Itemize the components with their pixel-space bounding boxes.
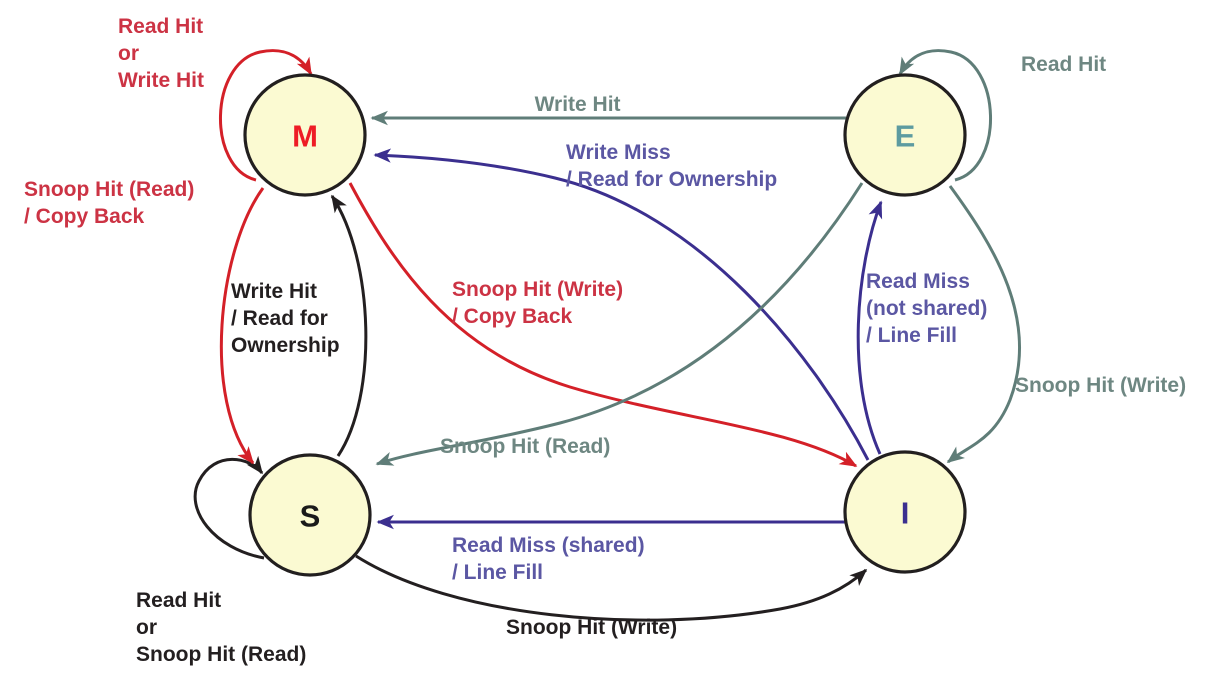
edge-label-e-to-m: Write Hit bbox=[535, 93, 662, 116]
edge-label-i-to-e: Read Miss (not shared) / Line Fill bbox=[866, 270, 1040, 347]
edge-label-i-to-s: Read Miss (shared) / Line Fill bbox=[452, 534, 697, 584]
edge-labels-layer: Read Hit or Write Hit Read Hit Read Hit … bbox=[24, 15, 1223, 666]
node-s-circle[interactable] bbox=[248, 453, 372, 577]
edge-label-m-self-loop: Read Hit or Write Hit bbox=[118, 15, 256, 92]
edge-e-self-loop bbox=[898, 49, 992, 182]
edge-e-to-s bbox=[375, 182, 864, 466]
edge-e-to-i bbox=[946, 185, 1021, 464]
edge-i-to-e bbox=[856, 200, 883, 455]
node-s-label: S bbox=[300, 499, 321, 534]
edge-i-to-m bbox=[373, 148, 870, 461]
edge-label-s-to-i: Snoop Hit (Write) bbox=[506, 616, 718, 639]
node-i[interactable]: I bbox=[843, 450, 967, 574]
node-e-label: E bbox=[895, 119, 916, 154]
node-i-circle[interactable] bbox=[843, 450, 967, 574]
edge-m-to-s bbox=[219, 187, 265, 465]
edge-s-to-m bbox=[330, 194, 368, 457]
edge-label-e-self-loop: Read Hit bbox=[1021, 53, 1147, 76]
node-m-circle[interactable] bbox=[243, 73, 367, 197]
edge-label-m-to-s: Snoop Hit (Read) / Copy Back bbox=[24, 178, 247, 228]
edge-m-self-loop bbox=[219, 49, 313, 182]
node-m-label: M bbox=[292, 119, 318, 154]
edge-label-i-to-m: Write Miss / Read for Ownership bbox=[566, 141, 818, 191]
node-m[interactable]: M bbox=[243, 73, 367, 197]
edge-label-s-to-m: Write Hit / Read for Ownership bbox=[231, 280, 380, 357]
node-i-label: I bbox=[901, 496, 910, 531]
edge-label-e-to-i: Snoop Hit (Write) bbox=[1015, 374, 1223, 397]
node-e[interactable]: E bbox=[843, 73, 967, 197]
edge-s-to-i bbox=[355, 554, 868, 622]
edge-label-e-to-s: Snoop Hit (Read) bbox=[440, 435, 651, 458]
edge-label-m-to-i: Snoop Hit (Write) / Copy Back bbox=[452, 278, 676, 328]
edge-m-to-i bbox=[348, 182, 858, 468]
node-e-circle[interactable] bbox=[843, 73, 967, 197]
edge-label-s-self-loop: Read Hit or Snoop Hit (Read) bbox=[136, 589, 347, 666]
nodes-layer: M E S I bbox=[243, 73, 967, 577]
node-s[interactable]: S bbox=[248, 453, 372, 577]
edges-layer bbox=[193, 49, 1021, 622]
